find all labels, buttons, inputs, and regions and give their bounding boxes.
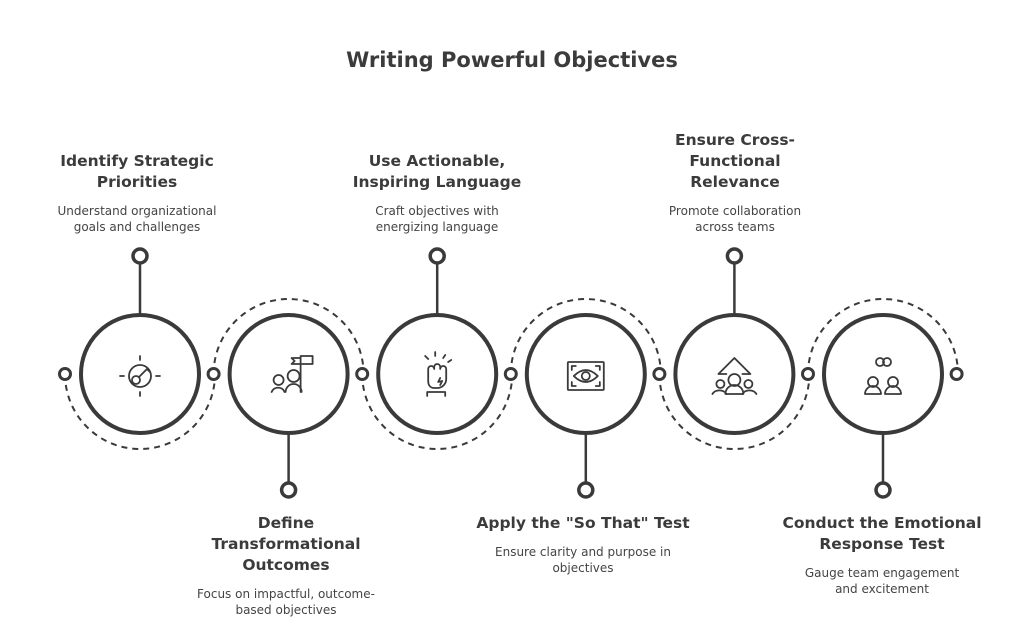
junction-dot <box>801 367 815 381</box>
junction-dot <box>58 367 72 381</box>
team-arrow-up-icon <box>711 357 758 395</box>
step-title: Apply the "So That" Test <box>476 514 690 532</box>
junction-dot <box>652 367 667 381</box>
target-key-icon <box>119 355 161 397</box>
step-title: Use Actionable, Inspiring Language <box>352 152 522 191</box>
connector-knob <box>874 481 892 499</box>
junction-dot <box>503 367 518 381</box>
step-title: Define Transformational Outcomes <box>211 514 361 574</box>
step-description: Understand organizational goals and chal… <box>57 204 217 234</box>
connector-knob <box>577 481 595 499</box>
connector-knob <box>428 247 446 265</box>
step-title: Conduct the Emotional Response Test <box>782 514 982 553</box>
step-2-label: Define Transformational Outcomes Focus o… <box>166 513 406 618</box>
step-5-label: Ensure Cross-Functional Relevance Promot… <box>615 130 855 235</box>
step-1-circle <box>79 313 201 435</box>
junction-dot <box>949 367 964 381</box>
step-title: Identify Strategic Priorities <box>60 152 214 191</box>
people-link-icon <box>864 357 902 395</box>
connector-knob <box>725 247 744 265</box>
step-3-label: Use Actionable, Inspiring Language Craft… <box>317 151 557 235</box>
step-3-circle <box>376 313 499 435</box>
step-1-label: Identify Strategic Priorities Understand… <box>17 151 257 235</box>
raised-fist-icon <box>424 351 453 397</box>
dashed-arc <box>361 373 514 450</box>
junction-dot <box>206 367 221 381</box>
step-4-label: Apply the "So That" Test Ensure clarity … <box>463 513 703 576</box>
dashed-arc <box>509 298 662 375</box>
step-description: Craft objectives with energizing languag… <box>375 204 499 234</box>
junction-dot <box>355 367 370 381</box>
step-4-circle <box>524 313 647 435</box>
diagram-title: Writing Powerful Objectives <box>346 48 678 72</box>
connector-knob <box>279 481 298 499</box>
step-6-circle <box>822 313 944 435</box>
step-description: Gauge team engagement and excitement <box>804 566 960 596</box>
step-6-label: Conduct the Emotional Response Test Gaug… <box>762 513 1002 597</box>
step-title: Ensure Cross-Functional Relevance <box>675 131 795 191</box>
dashed-arc <box>64 373 216 450</box>
step-description: Ensure clarity and purpose in objectives <box>495 545 671 575</box>
dashed-arc <box>807 298 959 375</box>
team-flag-icon <box>270 355 314 393</box>
step-description: Focus on impactful, outcome-based object… <box>197 587 375 617</box>
step-description: Promote collaboration across teams <box>668 204 802 234</box>
connector-knob <box>131 247 149 265</box>
dashed-arc <box>212 298 365 375</box>
eye-focus-icon <box>566 361 605 391</box>
dashed-arc <box>658 373 811 450</box>
